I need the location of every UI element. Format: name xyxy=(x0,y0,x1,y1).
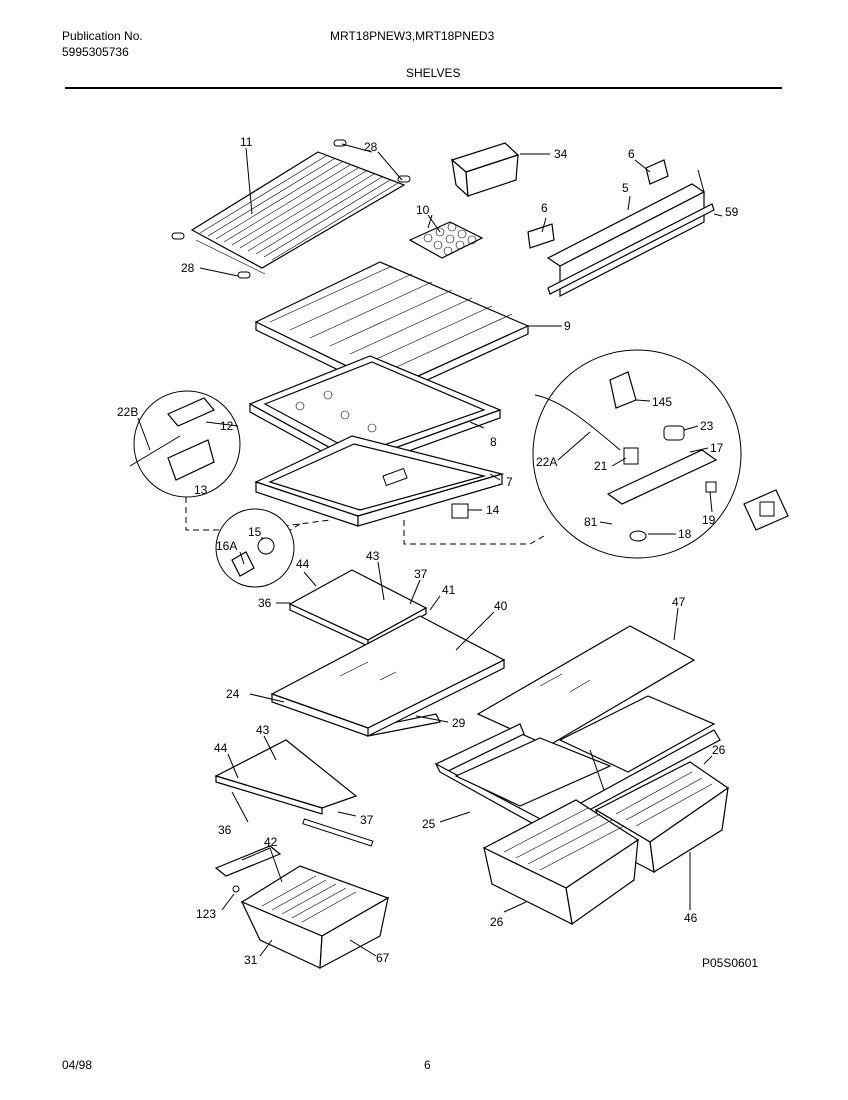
footer-date: 04/98 xyxy=(62,1058,93,1072)
light-switch xyxy=(743,489,789,531)
shelf-rail xyxy=(302,818,374,847)
callout-44: 44 xyxy=(214,741,228,755)
trim-rail xyxy=(546,169,715,297)
egg-bin xyxy=(450,142,520,198)
callout-16a: 16A xyxy=(216,539,237,553)
callout-67: 67 xyxy=(376,951,390,965)
leader-dashed xyxy=(403,520,545,545)
section-title: SHELVES xyxy=(406,66,461,80)
shelf-bumper xyxy=(171,232,185,240)
callout-5: 5 xyxy=(622,181,629,195)
callout-36: 36 xyxy=(218,823,232,837)
callout-7: 7 xyxy=(506,475,513,489)
callout-24: 24 xyxy=(226,687,240,701)
callout-41: 41 xyxy=(442,583,456,597)
callout-46: 46 xyxy=(684,911,698,925)
callout-59: 59 xyxy=(725,205,739,219)
callout-34: 34 xyxy=(554,147,568,161)
callout-22a: 22A xyxy=(536,455,557,469)
callout-10: 10 xyxy=(416,203,430,217)
hinge-bracket xyxy=(527,223,555,249)
shelf-bumper xyxy=(237,271,251,279)
temperature-control-detail-circle xyxy=(532,349,742,559)
callout-22b: 22B xyxy=(117,405,138,419)
publication-label: Publication No. xyxy=(62,29,143,43)
page-number: 6 xyxy=(424,1058,431,1072)
snack-shelf-lower xyxy=(214,739,358,815)
hinge-bracket xyxy=(645,159,669,185)
screw xyxy=(232,885,240,893)
callout-8: 8 xyxy=(490,435,497,449)
callout-9: 9 xyxy=(564,319,571,333)
egg-tray xyxy=(408,221,484,259)
damper-control xyxy=(451,503,469,519)
crisper-drawer-left xyxy=(482,799,640,926)
callout-47: 47 xyxy=(672,595,686,609)
diagram-code: P05S0601 xyxy=(702,956,759,970)
callout-6: 6 xyxy=(541,201,548,215)
callout-6: 6 xyxy=(628,147,635,161)
callout-40: 40 xyxy=(494,599,508,613)
callout-14: 14 xyxy=(486,503,500,517)
header-rule xyxy=(65,87,782,89)
glass-shelf xyxy=(270,615,506,737)
callout-37: 37 xyxy=(360,813,374,827)
control-detail-circle xyxy=(129,390,241,498)
model-numbers: MRT18PNEW3,MRT18PNED3 xyxy=(330,29,495,43)
wire-shelf xyxy=(190,151,406,275)
callout-23: 23 xyxy=(700,419,714,433)
callout-19: 19 xyxy=(702,513,716,527)
callout-123: 123 xyxy=(196,907,216,921)
callout-12: 12 xyxy=(220,419,234,433)
callout-29: 29 xyxy=(452,716,466,730)
callout-15: 15 xyxy=(248,525,262,539)
callout-13: 13 xyxy=(194,483,208,497)
crisper-cover-glass xyxy=(476,625,696,747)
callout-42: 42 xyxy=(264,835,278,849)
callout-36: 36 xyxy=(258,596,272,610)
publication-number: 5995305736 xyxy=(62,45,129,59)
callout-43: 43 xyxy=(256,723,270,737)
callout-28: 28 xyxy=(364,140,378,154)
callout-145: 145 xyxy=(652,395,672,409)
callout-18: 18 xyxy=(678,527,692,541)
callout-81: 81 xyxy=(584,515,598,529)
callout-25: 25 xyxy=(422,817,436,831)
crisper-frame xyxy=(254,435,505,527)
callout-26: 26 xyxy=(712,743,726,757)
callout-31: 31 xyxy=(244,953,258,967)
shelf-bumper xyxy=(397,175,411,183)
callout-26: 26 xyxy=(490,915,504,929)
callout-21: 21 xyxy=(594,459,608,473)
crisper-frame-assembly xyxy=(434,695,721,833)
callout-43: 43 xyxy=(366,549,380,563)
light-assembly-detail-circle xyxy=(215,508,295,588)
callout-17: 17 xyxy=(710,441,724,455)
meat-pan-drawer xyxy=(214,845,390,970)
callout-28: 28 xyxy=(181,261,195,275)
callout-leaders xyxy=(137,143,723,957)
callout-11: 11 xyxy=(240,135,253,149)
callout-37: 37 xyxy=(414,567,428,581)
callout-44: 44 xyxy=(296,557,310,571)
